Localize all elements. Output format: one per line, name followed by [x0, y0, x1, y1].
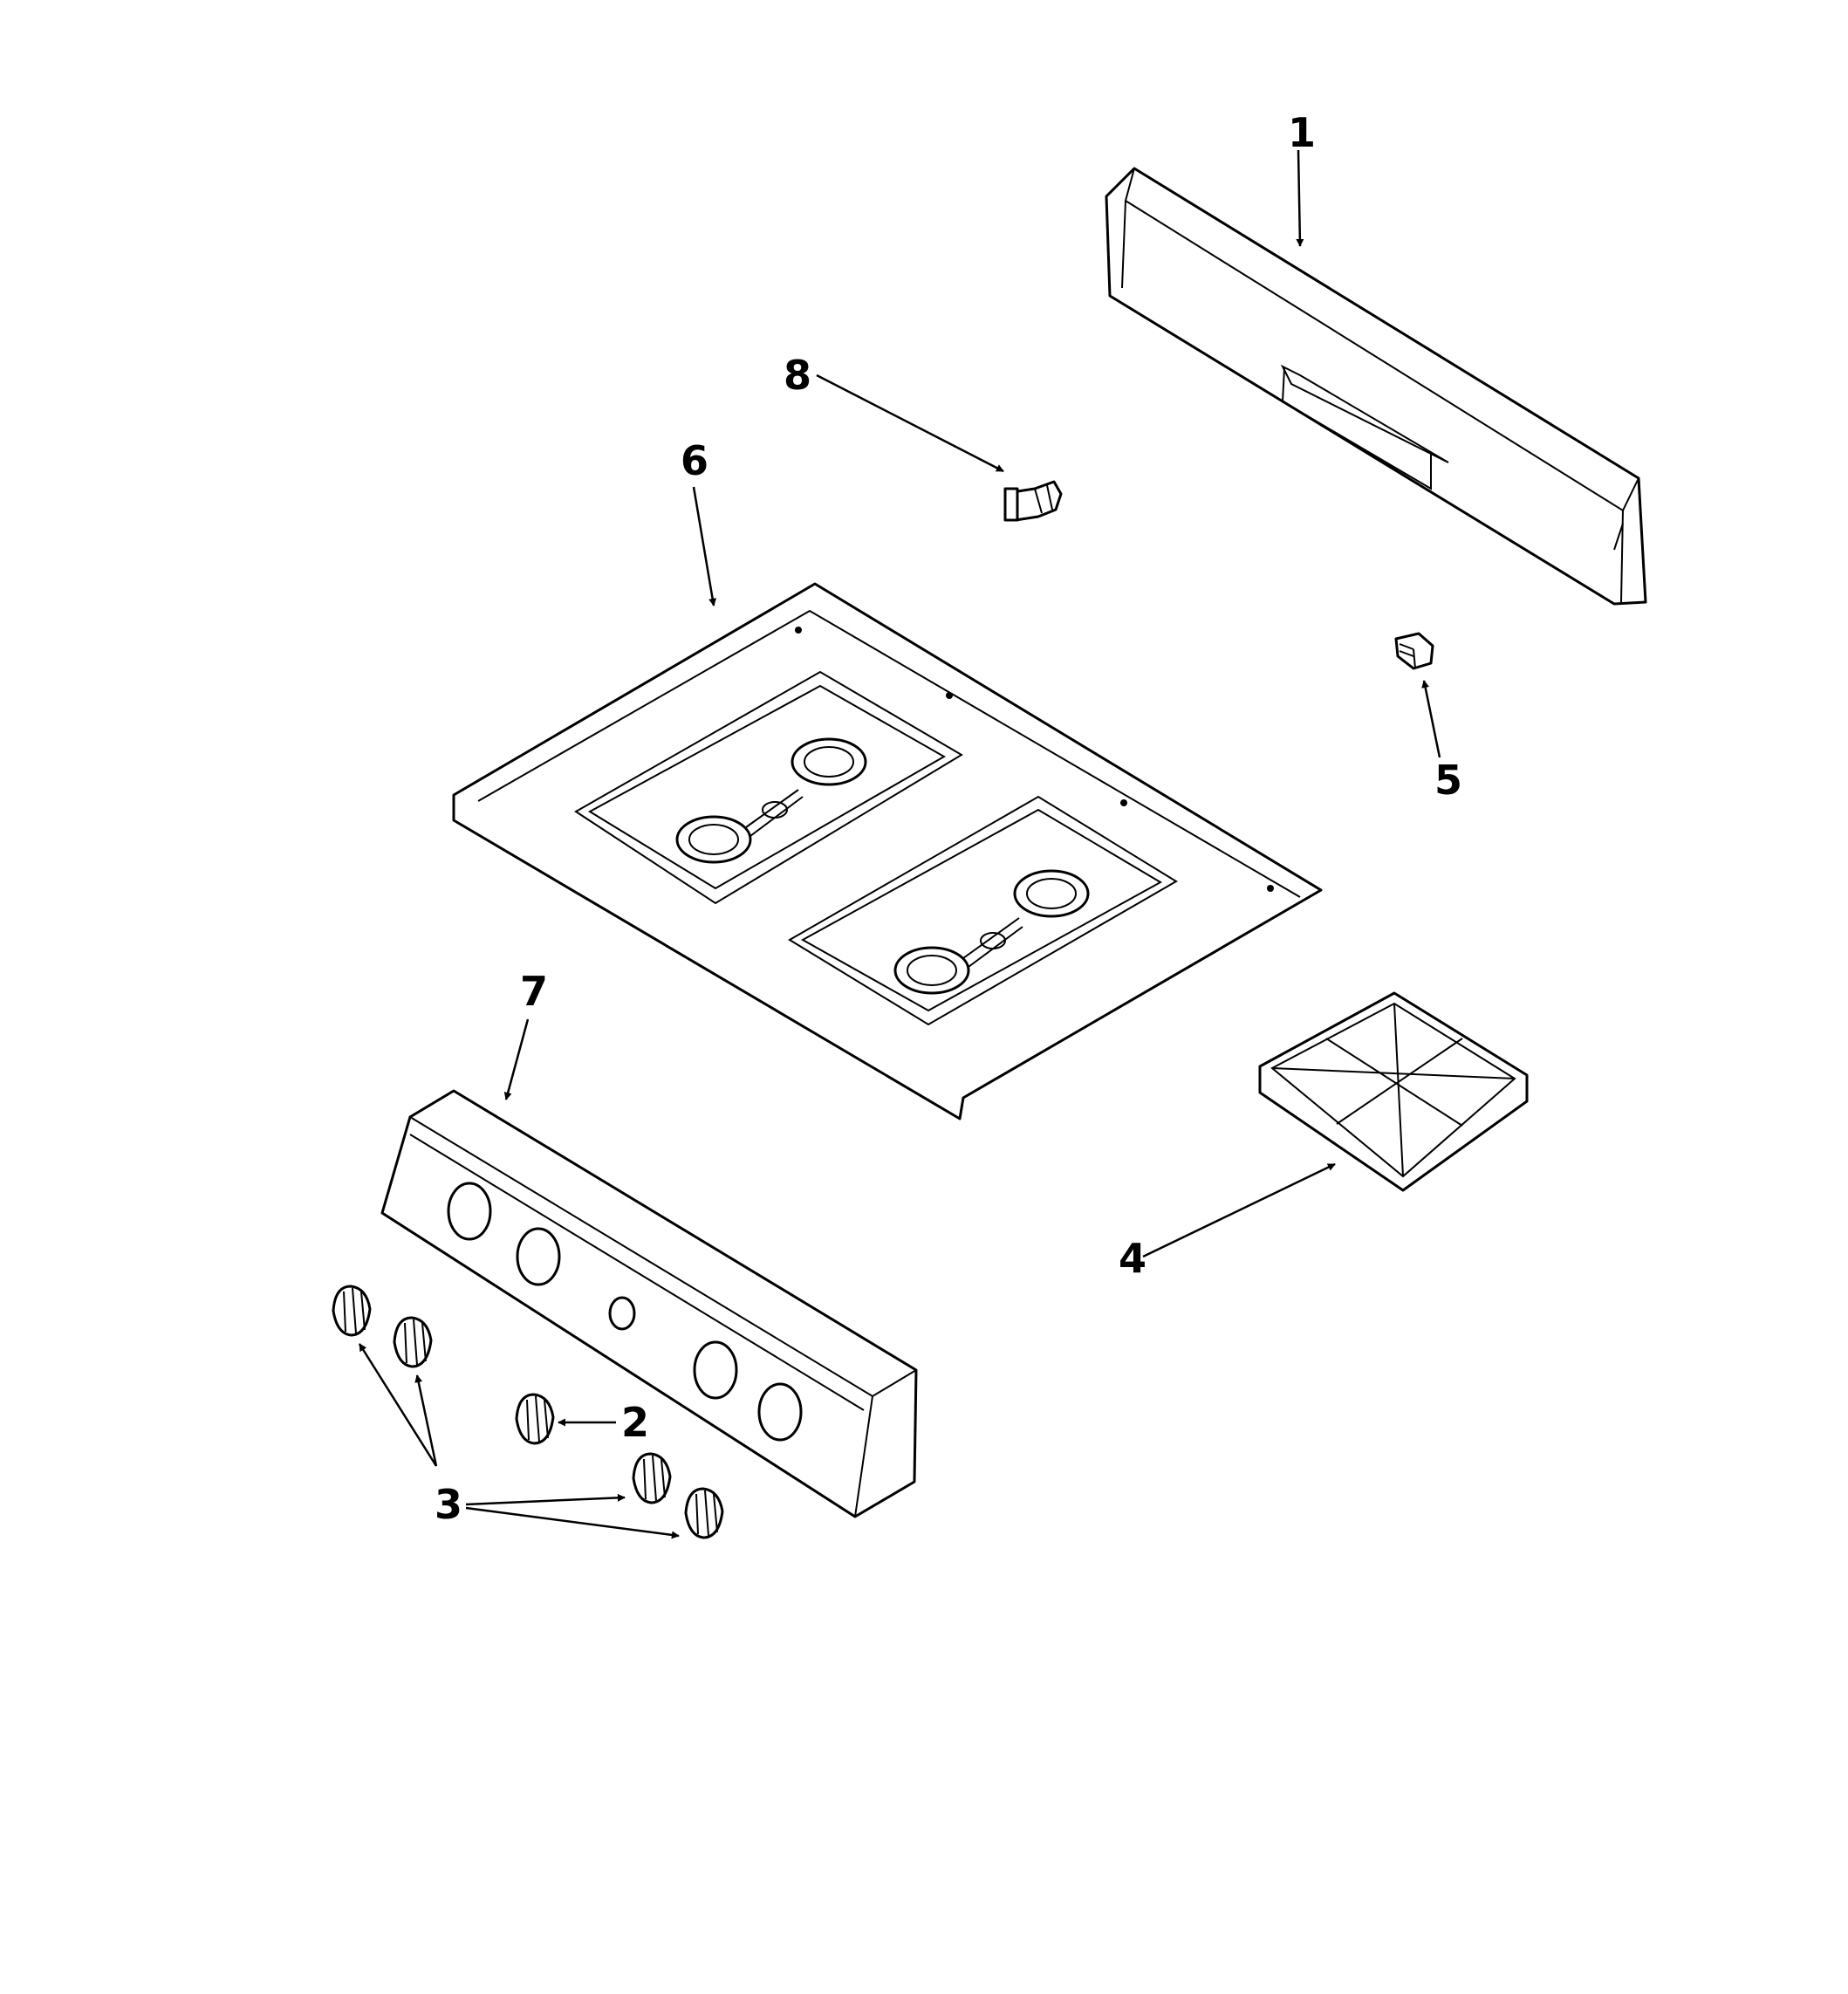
- callout-6: 6: [681, 437, 708, 484]
- callout-3: 3: [435, 1481, 462, 1528]
- leader-5: [1421, 680, 1441, 758]
- leader-6: [692, 486, 717, 606]
- control-panel-part: [380, 1089, 918, 1518]
- callout-2: 2: [621, 1399, 649, 1446]
- leader-3d: [465, 1506, 680, 1539]
- leader-1: [1296, 149, 1304, 247]
- knob-part-1: [332, 1285, 372, 1337]
- knob-part-3: [515, 1393, 555, 1445]
- clip-part: [1003, 480, 1063, 522]
- knob-part-2: [393, 1316, 433, 1368]
- callout-1: 1: [1288, 109, 1316, 156]
- callout-labels: 1 2 3 4 5 6 7 8: [435, 109, 1462, 1528]
- leader-3c: [465, 1493, 626, 1506]
- backguard-part: [1105, 167, 1647, 606]
- callout-8: 8: [784, 352, 811, 399]
- callout-7: 7: [520, 968, 548, 1015]
- leader-3a: [358, 1343, 438, 1467]
- grate-part: [1258, 991, 1529, 1192]
- callout-5: 5: [1434, 757, 1462, 804]
- knob-part-4: [632, 1452, 672, 1504]
- block-part: [1394, 632, 1434, 670]
- leader-3b: [414, 1374, 438, 1467]
- cooktop-part: [452, 582, 1323, 1120]
- leader-4: [1142, 1162, 1336, 1258]
- callout-4: 4: [1119, 1235, 1146, 1282]
- leader-lines: [358, 149, 1441, 1539]
- leader-7: [503, 1018, 530, 1100]
- knob-part-5: [684, 1487, 724, 1539]
- leader-8: [816, 373, 1004, 473]
